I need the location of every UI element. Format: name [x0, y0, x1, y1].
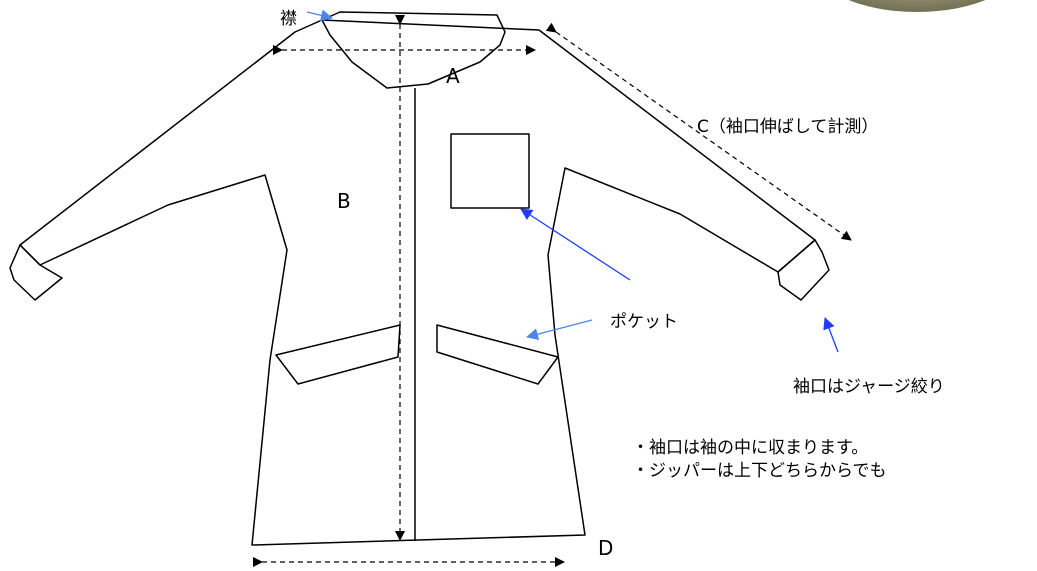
- measure-line-c: [545, 22, 852, 241]
- right-lower-pocket: [436, 324, 559, 385]
- pocket-label: ポケット: [610, 312, 678, 332]
- pocket-pointer-arrow: [520, 208, 631, 281]
- left-cuff: [9, 244, 63, 301]
- measure-label-a: A: [446, 64, 460, 88]
- measure-label-d: D: [598, 536, 614, 560]
- right-cuff: [777, 239, 830, 301]
- lower-pocket-pointer-arrow: [526, 319, 593, 341]
- collar-pointer-arrow: [306, 9, 333, 22]
- collar-label: 襟: [280, 9, 297, 29]
- chest-pocket: [450, 133, 530, 209]
- cuff-label: 袖口はジャージ絞り: [793, 377, 945, 397]
- measure-label-c: C（袖口伸ばして計測）: [697, 117, 879, 137]
- measure-label-b: B: [337, 189, 351, 213]
- cuff-pointer-arrow: [823, 317, 839, 353]
- note-cuff-fits: ・袖口は袖の中に収まります。: [632, 438, 869, 458]
- left-lower-pocket: [275, 324, 401, 385]
- note-zipper: ・ジッパーは上下どちらからでも: [632, 461, 887, 481]
